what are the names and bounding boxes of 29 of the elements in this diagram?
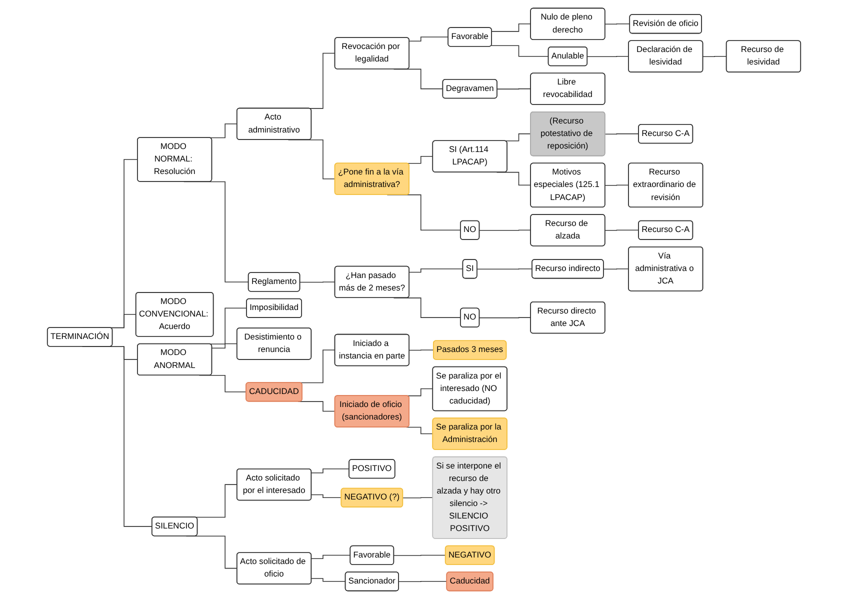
connector xyxy=(406,156,434,164)
connector xyxy=(702,56,727,57)
connector xyxy=(311,468,350,474)
connector xyxy=(604,184,630,186)
connector xyxy=(604,24,630,25)
connector xyxy=(311,554,351,560)
connector xyxy=(398,581,448,582)
connector xyxy=(587,56,630,57)
connector xyxy=(479,317,532,318)
connector xyxy=(212,343,238,349)
connector xyxy=(300,282,336,283)
connector xyxy=(490,45,549,57)
connector xyxy=(311,578,346,582)
connector xyxy=(408,268,464,273)
connector xyxy=(408,350,434,351)
connector xyxy=(491,24,532,32)
connector xyxy=(394,554,446,556)
connector xyxy=(504,133,532,142)
connector xyxy=(406,388,434,396)
connector xyxy=(479,230,532,231)
connector xyxy=(603,268,630,270)
connector xyxy=(408,36,449,42)
connector xyxy=(402,497,434,498)
connector xyxy=(406,426,434,434)
connector xyxy=(604,230,640,231)
connector xyxy=(311,494,342,498)
connector xyxy=(604,133,640,134)
connector xyxy=(496,88,532,90)
connector xyxy=(476,268,533,270)
